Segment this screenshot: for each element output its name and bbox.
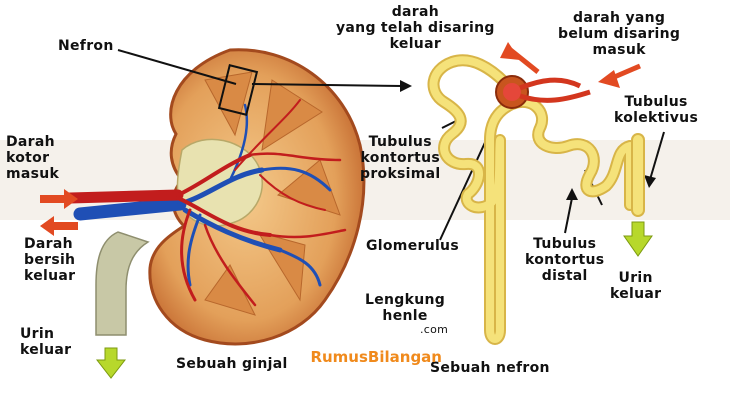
label-loop-of-henle: Lengkung henle <box>365 292 446 324</box>
label-filtered-blood-out: darah yang telah disaring keluar <box>336 4 495 52</box>
label-urine-out-nephron: Urin keluar <box>610 270 662 302</box>
watermark-suffix: .com <box>420 323 449 336</box>
label-collecting-tubule: Tubulus kolektivus <box>614 94 699 126</box>
label-glomerulus: Glomerulus <box>366 238 459 254</box>
label-nephron: Nefron <box>58 38 114 54</box>
caption-kidney: Sebuah ginjal <box>176 356 288 372</box>
blood-flow-arrows <box>40 189 78 236</box>
label-proximal-tubule: Tubulus kontortus proksimal <box>360 134 441 182</box>
nephron-tubule <box>427 54 645 345</box>
nephron-location-box <box>217 64 259 116</box>
label-unfiltered-blood-in: darah yang belum disaring masuk <box>558 10 681 58</box>
renal-pyramids <box>204 71 341 316</box>
watermark-part1: Rumus <box>310 348 368 366</box>
urine-flow-arrows <box>95 221 653 379</box>
label-distal-tubule: Tubulus kontortus distal <box>525 236 605 284</box>
label-urine-out-kidney: Urin keluar <box>20 326 72 358</box>
renal-vein <box>73 103 332 287</box>
watermark-part2: Bilangan <box>367 348 442 366</box>
pointer-arrowheads <box>400 80 656 200</box>
ureter <box>95 231 150 336</box>
renal-artery <box>64 99 347 307</box>
label-clean-blood-out: Darah bersih keluar <box>24 236 76 284</box>
label-dirty-blood-in: Darah kotor masuk <box>6 134 60 182</box>
nephron-blood-arrows <box>500 42 641 88</box>
watermark: RumusBilangan <box>300 330 442 366</box>
caption-nephron: Sebuah nefron <box>430 360 550 376</box>
glomerulus <box>495 75 591 109</box>
